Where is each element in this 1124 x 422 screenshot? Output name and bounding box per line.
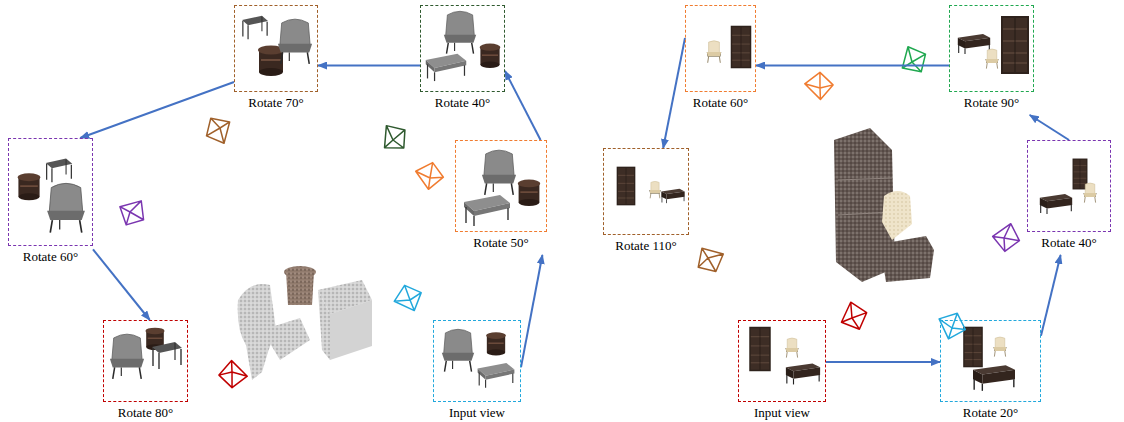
view-box: Rotate 50°	[455, 140, 547, 255]
view-caption: Rotate 60°	[693, 95, 748, 111]
view-caption: Rotate 20°	[963, 405, 1018, 421]
flow-arrow	[1041, 255, 1061, 336]
view-caption: Rotate 50°	[473, 235, 528, 251]
view-box: Rotate 70°	[234, 5, 318, 115]
view-box: Rotate 80°	[103, 320, 188, 422]
view-box: Rotate 110°	[603, 148, 689, 258]
view-caption: Rotate 40°	[1041, 235, 1096, 251]
view-box: Input view	[433, 320, 521, 422]
view-box: Rotate 90°	[949, 5, 1034, 115]
flow-arrow	[826, 361, 940, 363]
view-caption: Rotate 40°	[435, 95, 490, 111]
view-caption: Input view	[449, 405, 505, 421]
flow-arrow	[80, 82, 234, 138]
view-caption: Input view	[754, 405, 810, 421]
dashed-frame	[1027, 140, 1111, 232]
flow-arrow	[93, 249, 150, 320]
dashed-frame	[420, 5, 505, 92]
dashed-frame	[738, 320, 826, 402]
dashed-frame	[103, 320, 188, 402]
view-box: Rotate 60°	[8, 138, 93, 269]
view-box: Rotate 20°	[940, 320, 1041, 422]
dashed-frame	[603, 148, 689, 235]
dashed-frame	[455, 140, 547, 232]
dashed-frame	[8, 138, 93, 246]
view-caption: Rotate 110°	[615, 238, 676, 254]
view-caption: Rotate 60°	[23, 249, 78, 265]
view-caption: Rotate 70°	[248, 95, 303, 111]
flow-arrow	[1030, 115, 1069, 140]
flow-arrow	[521, 255, 542, 367]
view-box: Rotate 40°	[1027, 140, 1111, 255]
view-box: Input view	[738, 320, 826, 422]
dashed-frame	[234, 5, 318, 92]
flow-arrow	[756, 65, 949, 67]
view-caption: Rotate 90°	[964, 95, 1019, 111]
view-box: Rotate 40°	[420, 5, 505, 115]
flow-arrow	[505, 71, 541, 140]
flow-arrow	[318, 65, 420, 67]
view-box: Rotate 60°	[685, 5, 756, 115]
flow-arrow	[663, 38, 685, 148]
dashed-frame	[949, 5, 1034, 92]
dashed-frame	[433, 320, 521, 402]
view-caption: Rotate 80°	[118, 405, 173, 421]
dashed-frame	[685, 5, 756, 92]
dashed-frame	[940, 320, 1041, 402]
